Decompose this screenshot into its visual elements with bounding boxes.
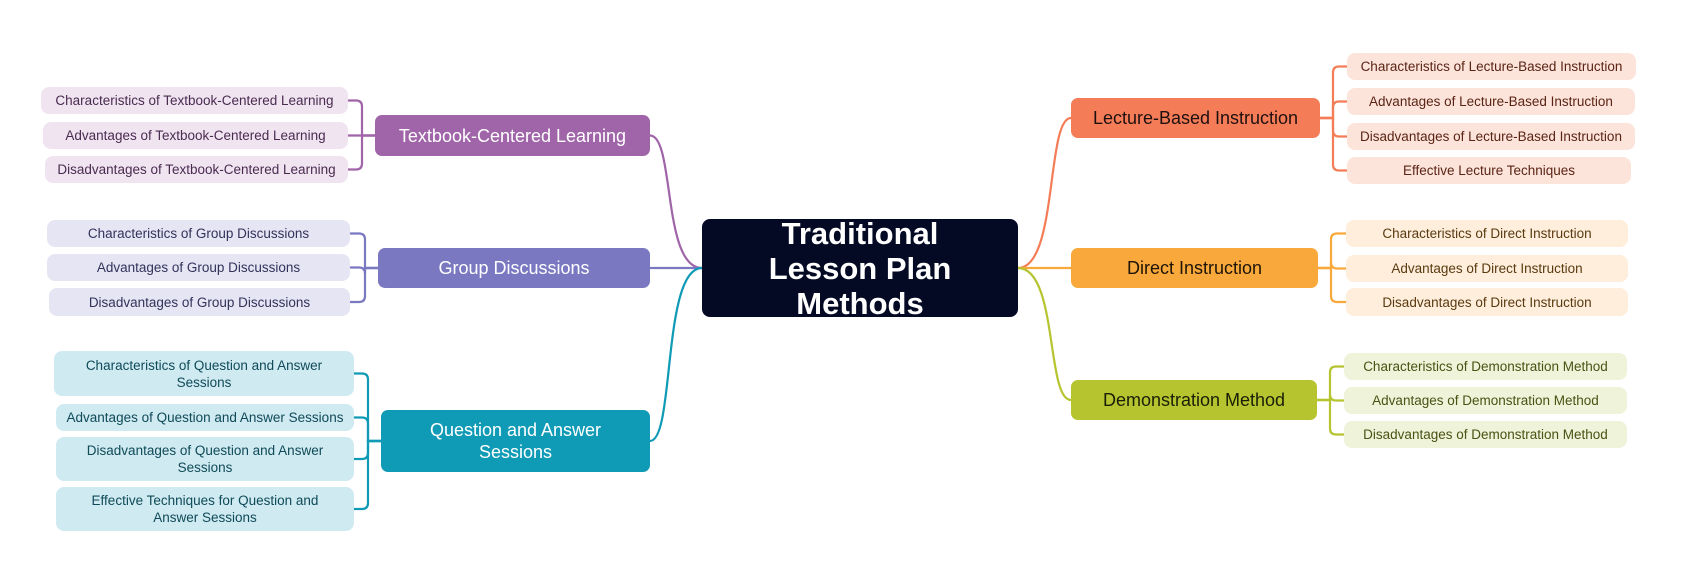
leaf-node[interactable]: Characteristics of Direct Instruction (1346, 220, 1628, 247)
leaf-node[interactable]: Effective Lecture Techniques (1347, 157, 1631, 184)
leaf-node[interactable]: Advantages of Lecture-Based Instruction (1347, 88, 1635, 115)
connector-line (1318, 266, 1346, 304)
connector-line (1017, 266, 1072, 402)
connector-line (348, 99, 375, 137)
leaf-node[interactable]: Characteristics of Textbook-Centered Lea… (41, 87, 348, 114)
leaf-node[interactable]: Disadvantages of Direct Instruction (1346, 288, 1628, 316)
leaf-node[interactable]: Effective Techniques for Question and An… (56, 487, 354, 531)
leaf-node[interactable]: Advantages of Direct Instruction (1346, 255, 1628, 282)
connector-line (354, 416, 381, 443)
leaf-node[interactable]: Characteristics of Demonstration Method (1344, 353, 1627, 380)
branch-demonstration-method[interactable]: Demonstration Method (1071, 380, 1317, 420)
connector-line (1317, 365, 1344, 402)
leaf-node[interactable]: Disadvantages of Demonstration Method (1344, 421, 1627, 448)
connector-line (350, 266, 378, 304)
connector-line (1320, 100, 1347, 120)
connector-line (1017, 116, 1072, 270)
leaf-node[interactable]: Advantages of Group Discussions (47, 254, 350, 281)
branch-direct-instruction[interactable]: Direct Instruction (1071, 248, 1318, 288)
branch-lecture-based-instruction[interactable]: Lecture-Based Instruction (1071, 98, 1320, 138)
connector-line (1320, 116, 1347, 172)
connector-line (354, 372, 381, 443)
branch-group-discussions[interactable]: Group Discussions (378, 248, 650, 288)
leaf-node[interactable]: Characteristics of Lecture-Based Instruc… (1347, 53, 1636, 80)
connector-line (649, 134, 703, 270)
connector-line (1320, 65, 1347, 120)
branch-textbook-centered-learning[interactable]: Textbook-Centered Learning (375, 115, 650, 156)
leaf-node[interactable]: Advantages of Textbook-Centered Learning (43, 122, 348, 149)
connector-line (1317, 398, 1344, 436)
connector-line (348, 134, 375, 171)
leaf-node[interactable]: Disadvantages of Question and Answer Ses… (56, 437, 354, 481)
branch-question-and-answer-sessions[interactable]: Question and Answer Sessions (381, 410, 650, 472)
leaf-node[interactable]: Advantages of Demonstration Method (1344, 387, 1627, 414)
leaf-node[interactable]: Disadvantages of Group Discussions (49, 288, 350, 316)
connector-line (354, 439, 381, 511)
central-topic[interactable]: Traditional Lesson Plan Methods (702, 216, 1018, 321)
leaf-node[interactable]: Disadvantages of Textbook-Centered Learn… (45, 156, 348, 183)
leaf-node[interactable]: Advantages of Question and Answer Sessio… (56, 404, 354, 431)
connector-line (350, 232, 378, 270)
connector-line (1318, 262, 1346, 270)
connector-line (1317, 394, 1344, 402)
connector-line (649, 266, 703, 443)
leaf-node[interactable]: Disadvantages of Lecture-Based Instructi… (1347, 123, 1635, 150)
leaf-node[interactable]: Characteristics of Question and Answer S… (54, 351, 354, 396)
leaf-node[interactable]: Characteristics of Group Discussions (47, 220, 350, 247)
connector-line (1318, 232, 1346, 270)
